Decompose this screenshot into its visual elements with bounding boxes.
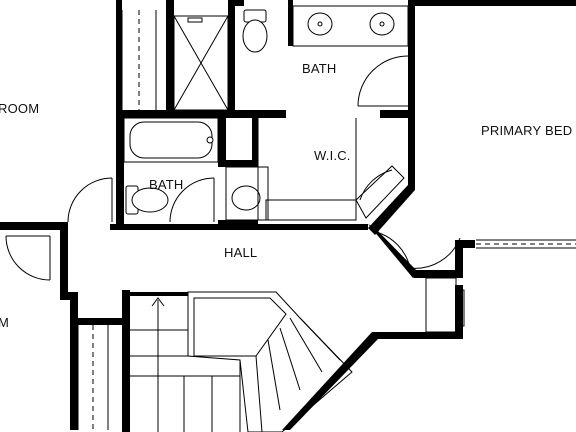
room-label-wic: W.I.C. (314, 148, 351, 163)
fixtures (5, 5, 576, 432)
room-label-primary-bedroom: PRIMARY BED (481, 123, 573, 138)
room-label-bath-lower: BATH (149, 177, 184, 192)
room-label-hall: HALL (224, 245, 258, 260)
room-label-bath-upper: BATH (302, 61, 337, 76)
room-label-left-top: ROOM (0, 101, 40, 116)
room-label-left-bottom: M (0, 315, 10, 330)
